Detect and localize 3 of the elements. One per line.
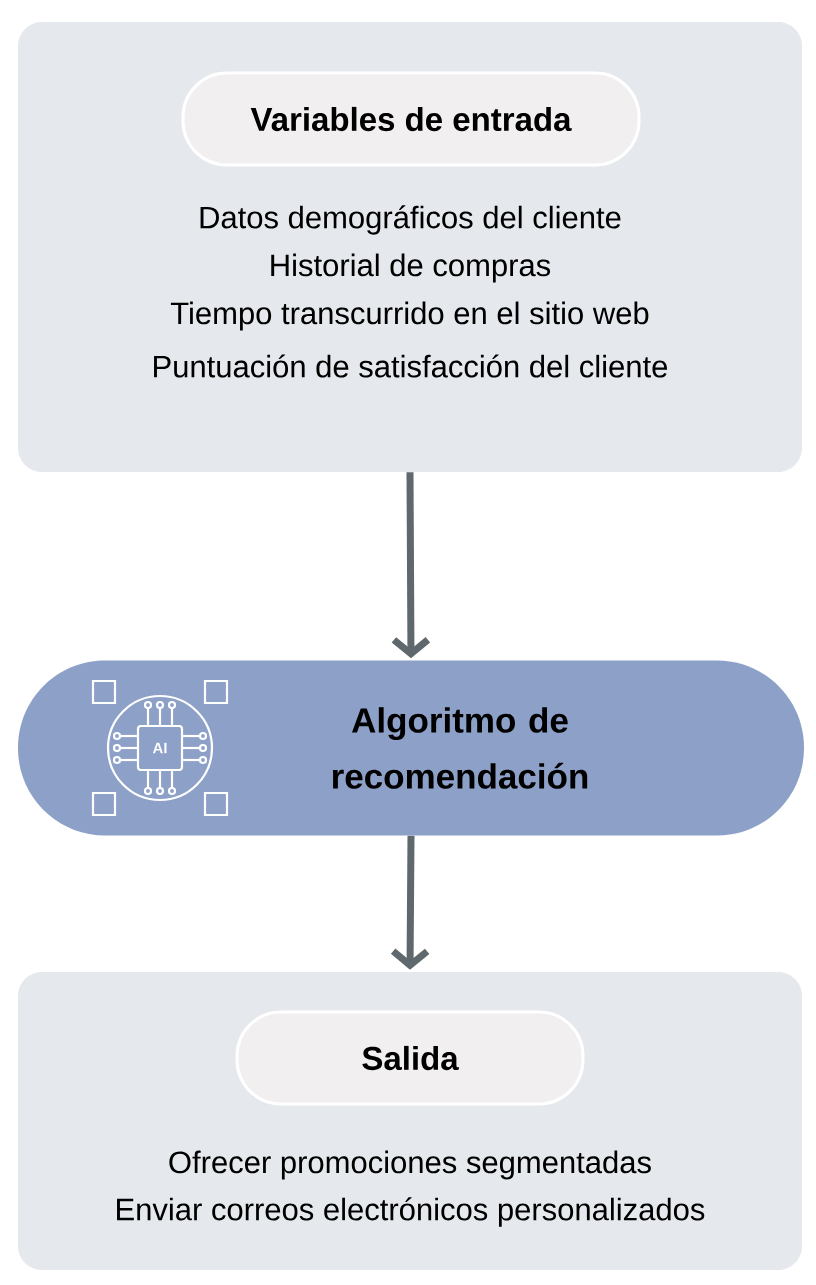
arrow (390, 835, 430, 970)
heading-pill: Variables de entrada (181, 71, 641, 167)
heading-pill: Salida (235, 1010, 585, 1106)
